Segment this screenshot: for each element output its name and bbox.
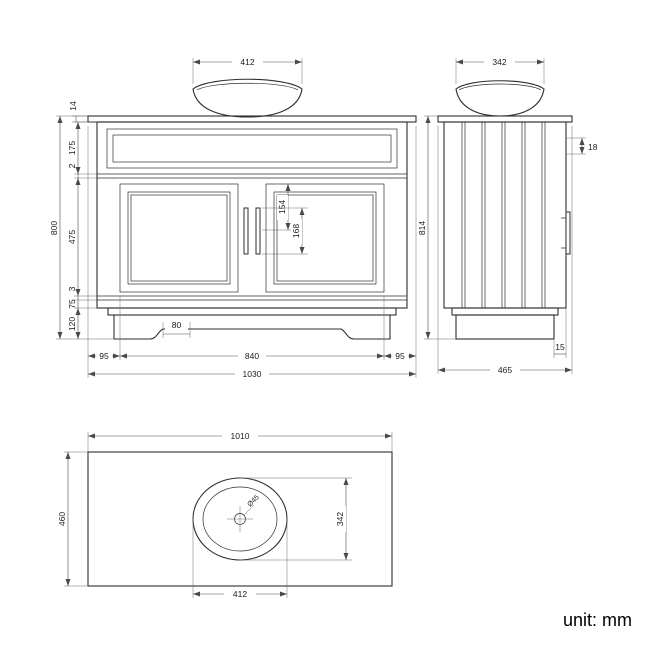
dim-label: 412 <box>233 589 247 599</box>
dim-label: 342 <box>335 512 345 526</box>
drain-leader <box>243 504 255 516</box>
dim-label: 465 <box>498 365 512 375</box>
dim-front-bottom-rail: 75 <box>67 299 97 309</box>
dim-top-basin-width: 412 <box>192 519 288 600</box>
dim-side-height: 814 <box>417 115 456 340</box>
dim-label: 800 <box>49 221 59 235</box>
top-view: Ø45 1010 460 342 412 <box>57 430 393 600</box>
dim-label: 175 <box>67 141 77 155</box>
side-view: 342 18 814 15 465 <box>417 56 598 376</box>
front-view: 412 14 175 2 800 475 <box>49 56 417 380</box>
side-handle <box>565 211 571 255</box>
left-door-panel <box>130 194 228 282</box>
dim-front-handle-offset: 154 <box>262 183 294 231</box>
dim-label: 475 <box>67 230 77 244</box>
dim-top-counter-width: 1010 <box>87 430 393 452</box>
dim-label: 1010 <box>231 431 250 441</box>
dim-label: 75 <box>67 299 77 309</box>
dim-label: 3 <box>67 286 77 291</box>
dim-top-counter-depth: 460 <box>57 451 88 587</box>
dim-front-gap: 2 <box>67 163 97 179</box>
plinth-molding <box>107 307 397 316</box>
cabinet-front <box>96 121 408 309</box>
basin-front <box>192 78 303 118</box>
dim-label: 95 <box>99 351 109 361</box>
dim-label: 154 <box>277 200 287 214</box>
dim-label: 14 <box>68 101 78 111</box>
dim-front-plinth-height: 120 <box>67 308 81 339</box>
dim-front-segments: 95 840 95 <box>87 126 417 378</box>
side-handle-stems <box>561 217 566 249</box>
dim-front-counter-thickness: 14 <box>68 101 88 123</box>
countertop-plan <box>87 451 393 587</box>
dim-label: 814 <box>417 221 427 235</box>
dim-front-height: 800 <box>49 115 114 340</box>
left-door-frame <box>127 191 231 285</box>
right-door-outer <box>265 183 385 293</box>
countertop-side <box>437 115 573 123</box>
dim-label: 80 <box>172 320 182 330</box>
drain-crosshair <box>227 506 253 532</box>
plinth-skirt <box>113 315 391 340</box>
right-door-frame <box>273 191 377 285</box>
dim-side-back-gap: 18 <box>566 137 598 155</box>
top-panel-outer <box>106 128 398 169</box>
side-panel-grooves <box>461 122 546 308</box>
left-door-handle <box>243 207 249 255</box>
plinth-molding-side <box>451 307 559 316</box>
unit-label: unit: mm <box>563 610 632 630</box>
dim-label: 840 <box>245 351 259 361</box>
basin-side <box>455 80 545 117</box>
dim-front-basin-width: 412 <box>192 56 303 84</box>
dim-side-plinth-recess: 15 <box>553 308 567 358</box>
dim-label: 2 <box>67 163 77 168</box>
drain-diameter-label: Ø45 <box>246 494 260 508</box>
dim-front-gap2: 3 <box>67 286 97 301</box>
dim-label: 168 <box>291 224 301 238</box>
dim-front-total-width: 1030 <box>88 368 416 380</box>
dim-top-basin-depth: 342 <box>240 477 352 561</box>
top-panel-inner <box>112 134 392 163</box>
dim-label: 120 <box>67 317 77 331</box>
dim-label: 342 <box>492 57 506 67</box>
basin-front-rim <box>196 82 299 91</box>
dim-front-foot-width: 80 <box>162 320 191 338</box>
right-door-panel <box>276 194 374 282</box>
right-door-handle <box>255 207 261 255</box>
dim-label: 412 <box>240 57 254 67</box>
dim-label: 18 <box>588 142 598 152</box>
basin-plan-inner <box>202 486 278 552</box>
left-door-outer <box>119 183 239 293</box>
dim-front-handle-length: 168 <box>262 207 308 255</box>
dim-label: 95 <box>395 351 405 361</box>
dim-label: 1030 <box>243 369 262 379</box>
dim-side-depth: 465 <box>437 126 573 376</box>
dim-front-door-height: 475 <box>67 178 97 297</box>
dim-label: 15 <box>555 342 565 352</box>
basin-side-rim <box>458 83 542 91</box>
dim-label: 460 <box>57 512 67 526</box>
dim-side-basin-depth: 342 <box>455 56 545 84</box>
plinth-side <box>455 314 555 340</box>
